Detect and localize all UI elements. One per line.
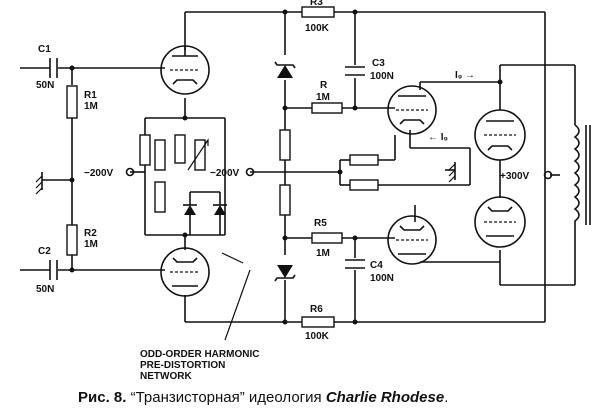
caption-author: Charlie Rhodese [326, 389, 444, 406]
c2-ref: C2 [38, 246, 51, 257]
annotation-line-1: ODD-ORDER HARMONIC [140, 349, 259, 360]
resistor-r2 [66, 224, 78, 256]
capacitor-c4 [345, 259, 365, 269]
c3-ref: C3 [372, 58, 385, 69]
predistortion-diodes [183, 192, 227, 235]
c3-value: 100N [370, 71, 394, 82]
terminal-pos [543, 170, 553, 180]
annotation-line-2: PRE-DISTORTION [140, 360, 225, 371]
terminal-mid [245, 167, 255, 177]
resistor-mid-top [279, 129, 291, 161]
supply-neg-left: −200V [84, 168, 114, 179]
capacitor-c2 [49, 260, 58, 280]
resistor-r5 [311, 232, 343, 244]
r6-value: 100K [305, 331, 330, 342]
tube-right-top [474, 109, 526, 161]
capacitor-c3 [345, 66, 365, 76]
predistortion-resistors [139, 134, 209, 213]
junction-dots [69, 9, 503, 325]
grid-current-top: I₉ → [455, 70, 475, 81]
r6-ref: R6 [310, 304, 323, 315]
grid-current-mid: ← I₉ [428, 132, 448, 143]
wires [20, 11, 576, 323]
tube-left-bottom [160, 247, 210, 297]
resistor-r3 [301, 6, 335, 18]
resistor-mid-bottom [279, 184, 291, 216]
r-ref: R [320, 80, 328, 91]
r5-value: 1M [316, 248, 330, 259]
resistor-r1 [66, 85, 78, 119]
c2-value: 50N [36, 284, 54, 295]
caption-title: “Транзисторная” идеология [126, 389, 325, 406]
output-transformer [573, 124, 591, 225]
annotation-line-3: NETWORK [140, 371, 192, 382]
r2-ref: R2 [84, 228, 97, 239]
caption-prefix: Рис. 8. [78, 389, 126, 406]
supply-neg-mid: −200V [210, 168, 240, 179]
tube-mid-bottom [387, 215, 437, 265]
annotation-pointer [221, 252, 251, 341]
r3-ref: R3 [310, 0, 323, 8]
r1-ref: R1 [84, 90, 97, 101]
resistor-grid-bottom [349, 179, 379, 191]
tube-right-bottom [474, 196, 526, 248]
ground-icon-mid [448, 162, 456, 183]
r1-value: 1M [84, 101, 98, 112]
r2-value: 1M [84, 239, 98, 250]
c4-value: 100N [370, 273, 394, 284]
resistor-grid-top [349, 154, 379, 166]
zener-diode-bottom [274, 265, 296, 282]
c1-value: 50N [36, 80, 54, 91]
tube-mid-top [387, 85, 437, 135]
resistor-r [311, 102, 343, 114]
tube-left-top [160, 45, 210, 95]
r5-ref: R5 [314, 218, 327, 229]
supply-pos: +300V [500, 171, 530, 182]
figure-caption: Рис. 8. “Транзисторная” идеология Charli… [78, 389, 448, 406]
zener-diode-top [274, 61, 296, 78]
capacitor-c1 [49, 58, 58, 78]
terminal-left [125, 167, 135, 177]
c4-ref: C4 [370, 260, 383, 271]
c1-ref: C1 [38, 44, 51, 55]
caption-suffix: . [444, 389, 448, 406]
r3-value: 100K [305, 23, 330, 34]
resistor-r6 [301, 316, 335, 328]
ground-icon [35, 172, 43, 195]
r-value: 1M [316, 92, 330, 103]
